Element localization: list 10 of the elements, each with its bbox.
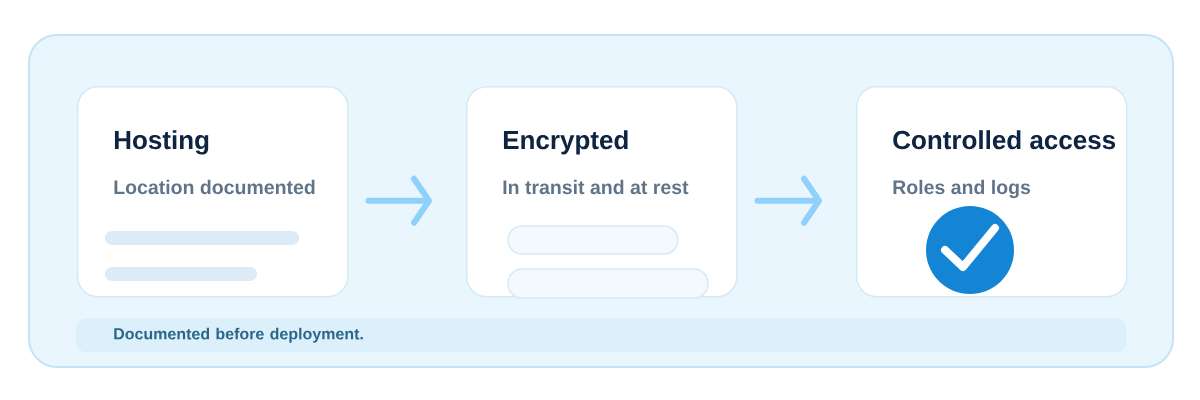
card: [77, 86, 349, 298]
card: [466, 86, 738, 299]
card-subtitle: In transit and at rest: [503, 179, 689, 195]
card: [856, 86, 1128, 298]
card-subtitle: Roles and logs: [893, 179, 1031, 199]
card-title: Controlled access: [893, 130, 1116, 150]
card-title: Hosting: [114, 130, 209, 155]
card-subtitle: Location documented: [114, 179, 315, 195]
card-title: Encrypted: [503, 130, 628, 155]
note-bar: Documented before deployment.: [76, 318, 1127, 353]
